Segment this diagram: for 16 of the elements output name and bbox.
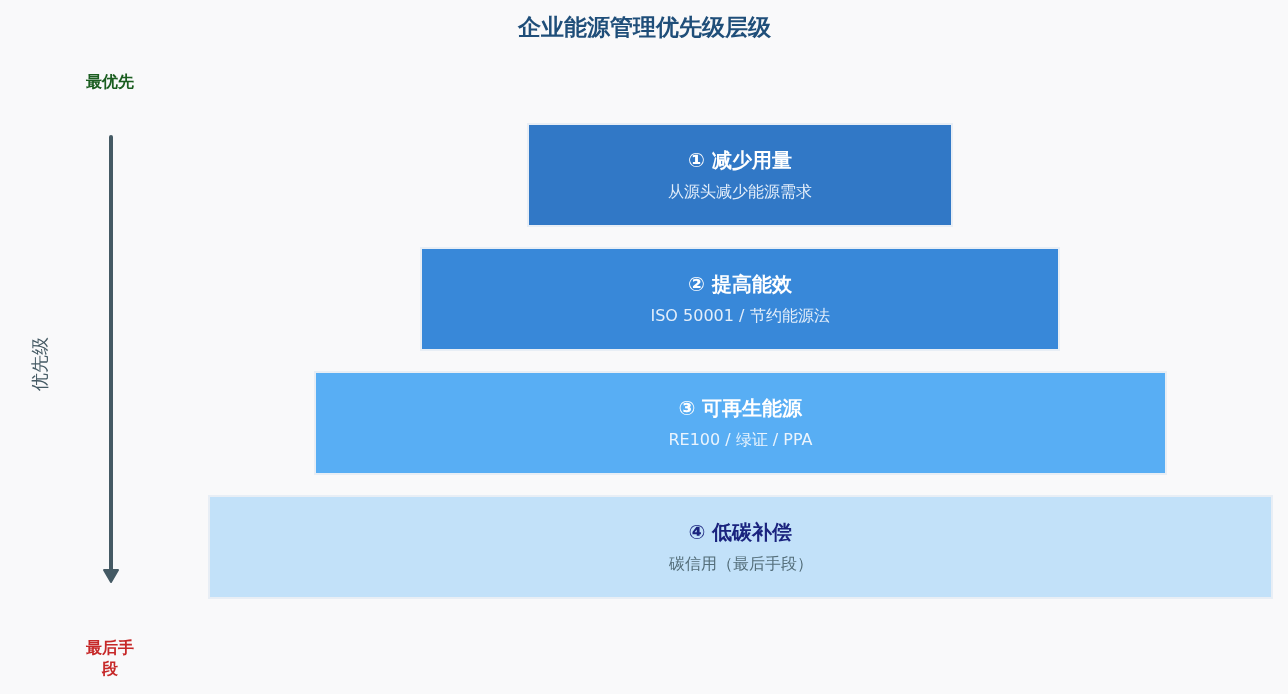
tier-description: 碳信用（最后手段） [668, 554, 813, 575]
pyramid-tier [420, 247, 1060, 351]
tier-heading: ③ 可再生能源 [678, 395, 803, 422]
tier-heading: ① 减少用量 [688, 147, 792, 174]
top-priority-label: 最优先 [85, 72, 135, 93]
pyramid-tier [527, 123, 953, 227]
tier-heading: ④ 低碳补偿 [688, 519, 793, 546]
tier-description: ISO 50001 / 节约能源法 [650, 306, 830, 327]
pyramid-tier [314, 371, 1167, 475]
pyramid-tier [208, 495, 1273, 599]
tier-heading: ② 提高能效 [688, 271, 792, 298]
tier-description: 从源头减少能源需求 [668, 182, 812, 203]
last-resort-label: 最后手段 [85, 638, 135, 680]
axis-label: 优先级 [28, 336, 51, 393]
tier-description: RE100 / 绿证 / PPA [668, 430, 813, 451]
diagram-title: 企业能源管理优先级层级 [516, 13, 772, 42]
